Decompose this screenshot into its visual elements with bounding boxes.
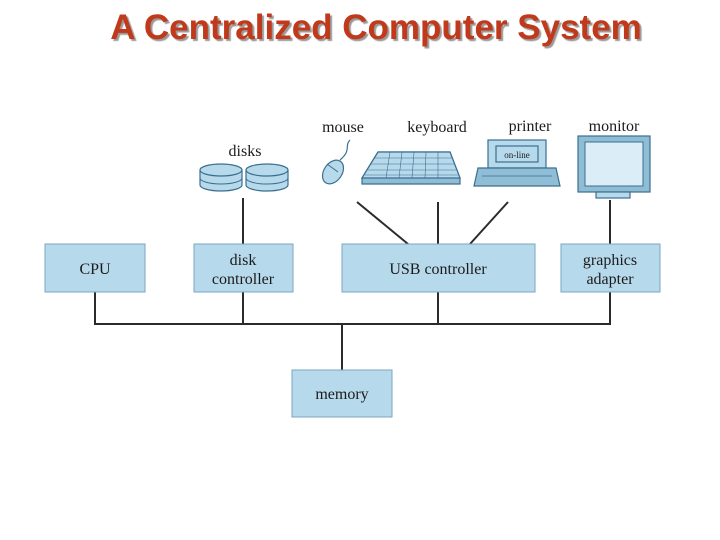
cpu-box [44,243,146,293]
usb-controller-node: USB controller [341,243,536,293]
memory-box [291,369,393,418]
usb-controller-label: USB controller [389,261,487,278]
mouse-label: mouse [322,119,364,136]
graphics-adapter-box [560,243,661,293]
disks-label: disks [229,143,262,160]
wire-printer [469,201,509,245]
mouse-icon: mouse [321,119,364,185]
printer-icon: printer on-line [473,118,561,187]
keyboard-icon: keyboard [360,119,467,185]
disk-platter-left [199,163,243,192]
monitor-label: monitor [589,118,640,135]
memory-label: memory [315,386,368,403]
disk-controller-box [193,243,294,293]
graphics-adapter-label-line1: graphics [583,252,637,269]
graphics-adapter-label-line2: adapter [586,271,634,288]
disk-controller-label-line1: disk [230,252,257,269]
memory-node: memory [291,369,393,418]
printer-panel-label: on-line [504,150,530,160]
printer-label: printer [509,118,552,135]
disk-controller-label-line2: controller [212,271,275,288]
cpu-label: CPU [79,261,111,278]
cpu-node: CPU [44,243,146,293]
usb-controller-box [341,243,536,293]
bus-wires [94,198,611,370]
graphics-adapter-node: graphics adapter [560,243,661,293]
disk-controller-node: disk controller [193,243,294,293]
wire-mouse [356,201,409,245]
keyboard-label: keyboard [407,119,467,136]
disk-platter-right [245,163,289,192]
page-title: A Centralized Computer System [110,8,642,47]
monitor-icon: monitor [577,118,651,199]
disks-icon: disks [199,143,289,192]
